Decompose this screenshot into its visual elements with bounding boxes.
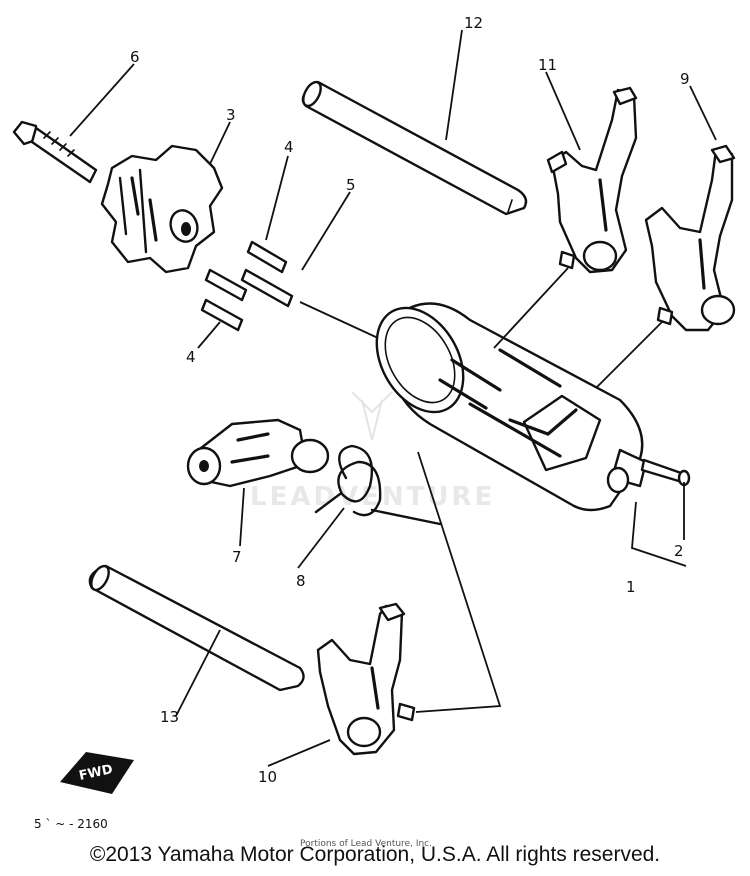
callout-1: 1	[626, 578, 636, 596]
part-3-segment	[100, 144, 224, 274]
part-6-bolt	[12, 120, 98, 184]
part-4-pins	[200, 240, 294, 332]
copyright-notice: ©2013 Yamaha Motor Corporation, U.S.A. A…	[89, 843, 661, 866]
part-10-shift-fork	[316, 602, 416, 756]
part-1-shift-cam	[375, 302, 648, 512]
callout-5: 5	[346, 176, 356, 194]
fwd-indicator: FWD	[60, 752, 134, 794]
fwd-label: FWD	[78, 762, 115, 784]
watermark: LEADVENTURE	[250, 391, 495, 512]
part-code: 5 ` ~ - 2160	[34, 817, 108, 831]
part-11-shift-fork	[546, 86, 638, 274]
watermark-text: LEADVENTURE	[250, 482, 495, 512]
callout-6: 6	[130, 48, 140, 66]
callout-2: 2	[674, 542, 684, 560]
callout-4-upper: 4	[284, 138, 294, 156]
callout-8: 8	[296, 572, 306, 590]
part-7-shift-arm	[186, 418, 330, 488]
part-9-shift-fork	[644, 144, 736, 332]
part-8-spring	[314, 444, 442, 526]
callout-13: 13	[160, 708, 179, 726]
callout-11: 11	[538, 56, 557, 74]
watermark-logo-icon	[351, 391, 393, 441]
leader-lines	[69, 29, 717, 767]
callout-9: 9	[680, 70, 690, 88]
faint-caption: Portions of Lead Venture, Inc.	[300, 839, 432, 849]
part-13-shift-rod	[88, 564, 305, 692]
part-12-shift-rod	[301, 80, 528, 216]
callout-10: 10	[258, 768, 277, 786]
callout-3: 3	[226, 106, 236, 124]
callout-4-lower: 4	[186, 348, 196, 366]
callout-numbers: 12 11 9 6 3 4 5 4 7 8 2 1 13 10	[130, 14, 690, 786]
callout-12: 12	[464, 14, 483, 32]
part-2-pin	[640, 458, 691, 487]
callout-7: 7	[232, 548, 242, 566]
